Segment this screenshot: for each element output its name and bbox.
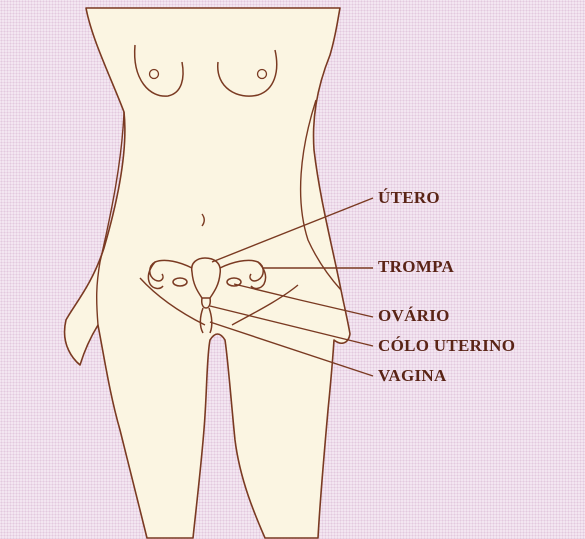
label-ovario: OVÁRIO <box>378 307 450 324</box>
label-trompa: TROMPA <box>378 258 454 275</box>
label-utero: ÚTERO <box>378 189 440 206</box>
left-ovary <box>173 278 187 286</box>
label-vagina: VAGINA <box>378 367 447 384</box>
label-colo-uterino: CÓLO UTERINO <box>378 337 515 354</box>
